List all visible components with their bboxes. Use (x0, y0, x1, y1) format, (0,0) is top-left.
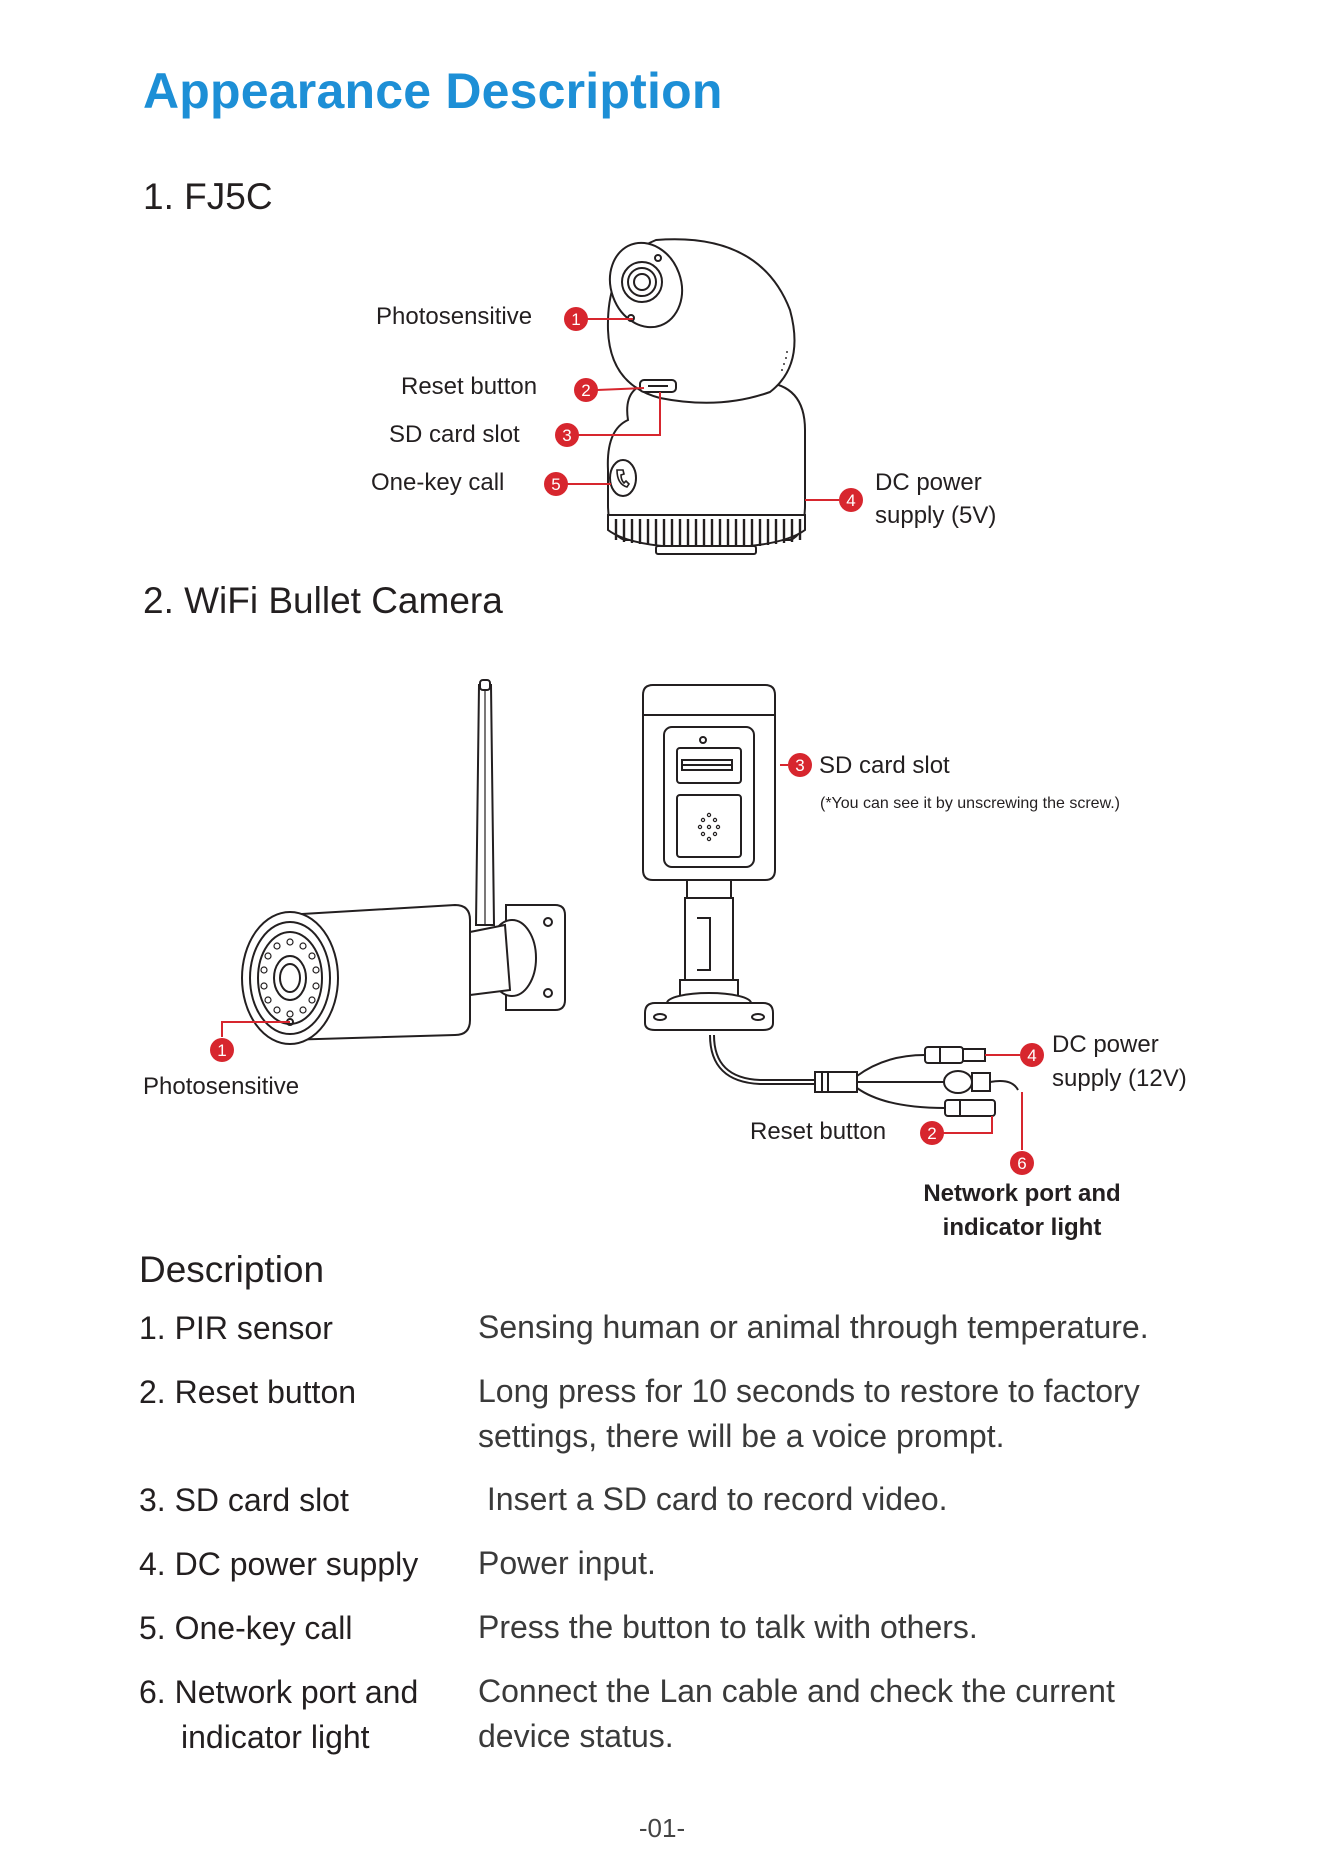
fj5c-camera-illustration (606, 238, 806, 555)
svg-text:5: 5 (551, 475, 560, 494)
description-term: 2. Reset button (139, 1374, 357, 1410)
bullet-label-dc-power-line1: DC power (1052, 1031, 1159, 1058)
fj5c-badge-1: 1 (564, 307, 588, 331)
page-title: Appearance Description (143, 63, 723, 119)
fj5c-badge-3: 3 (555, 423, 579, 447)
section-heading-bullet-camera: 2. WiFi Bullet Camera (143, 580, 503, 621)
bullet-badge-4: 4 (1020, 1043, 1044, 1067)
bullet-label-network-line2: indicator light (942, 1214, 1102, 1241)
bullet-note-sd-card: (*You can see it by unscrewing the screw… (820, 795, 1121, 812)
description-term: indicator light (181, 1719, 370, 1755)
svg-text:6: 6 (1017, 1154, 1026, 1173)
fj5c-label-sd-card-slot: SD card slot (389, 421, 520, 448)
description-def: Power input. (478, 1545, 656, 1581)
svg-text:4: 4 (1027, 1046, 1036, 1065)
bullet-label-photosensitive: Photosensitive (143, 1073, 300, 1100)
fj5c-label-reset-button: Reset button (401, 373, 538, 400)
section-heading-fj5c: 1. FJ5C (143, 176, 273, 217)
svg-text:2: 2 (927, 1124, 936, 1143)
svg-text:1: 1 (217, 1041, 226, 1060)
svg-text:3: 3 (795, 756, 804, 775)
svg-text:1: 1 (571, 310, 580, 329)
fj5c-badge-5: 5 (544, 472, 568, 496)
leader-lines (221, 318, 1023, 1150)
description-def: settings, there will be a voice prompt. (478, 1418, 1005, 1454)
bullet-camera-front-illustration (241, 679, 566, 1045)
description-term: 1. PIR sensor (139, 1310, 333, 1346)
fj5c-badge-4: 4 (839, 488, 863, 512)
description-term: 4. DC power supply (139, 1546, 419, 1582)
bullet-badge-1: 1 (210, 1038, 234, 1062)
fj5c-label-one-key-call: One-key call (371, 469, 505, 496)
bullet-label-network-line1: Network port and (923, 1180, 1121, 1207)
svg-text:3: 3 (562, 426, 571, 445)
callout-badges: 1 2 3 5 4 1 3 4 2 6 (210, 307, 1044, 1175)
description-def: Long press for 10 seconds to restore to … (478, 1373, 1140, 1409)
description-def: device status. (478, 1718, 674, 1754)
bullet-label-reset-button: Reset button (750, 1118, 887, 1145)
bullet-badge-3: 3 (788, 753, 812, 777)
fj5c-label-dc-power-line1: DC power (875, 469, 982, 496)
bullet-camera-back-illustration (642, 684, 1019, 1117)
description-term: 6. Network port and (139, 1674, 419, 1710)
svg-text:2: 2 (581, 381, 590, 400)
description-term: 3. SD card slot (139, 1482, 349, 1518)
fj5c-badge-2: 2 (574, 378, 598, 402)
page-number: -01- (638, 1813, 686, 1843)
description-def: Press the button to talk with others. (478, 1609, 978, 1645)
description-def: Sensing human or animal through temperat… (478, 1309, 1149, 1345)
fj5c-label-photosensitive: Photosensitive (376, 303, 533, 330)
bullet-label-dc-power-line2: supply (12V) (1052, 1065, 1187, 1092)
description-def: Insert a SD card to record video. (478, 1481, 948, 1517)
description-term: 5. One-key call (139, 1610, 353, 1646)
bullet-badge-2: 2 (920, 1121, 944, 1145)
description-title: Description (139, 1249, 325, 1290)
bullet-label-sd-card-slot: SD card slot (819, 752, 950, 779)
fj5c-label-dc-power-line2: supply (5V) (875, 502, 997, 529)
description-def: Connect the Lan cable and check the curr… (478, 1673, 1115, 1709)
bullet-badge-6: 6 (1010, 1151, 1034, 1175)
svg-text:4: 4 (846, 491, 855, 510)
